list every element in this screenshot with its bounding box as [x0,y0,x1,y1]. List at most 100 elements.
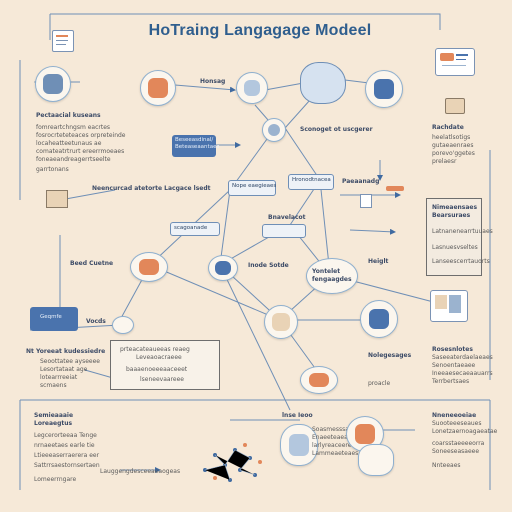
gear-icon [267,123,281,137]
left-mid-label: Neencurcad atetorte Lacgace lsedt [92,185,211,192]
document-icon [272,313,290,331]
left-label: Vocds [86,318,106,325]
monitor-icon [435,48,475,76]
node-mid-right [360,300,398,338]
bottom-right-line-4: Soneeseasaeee [432,448,480,455]
prompt-label: Paeaanadg [342,178,380,185]
bottom-mid-line-1: Soasmesssaoene [312,426,364,433]
node-bottom [300,366,338,394]
center-right-box [262,224,306,238]
right-low-line-1: Saseeaterdaelaeaes [432,354,493,361]
laptop-icon [243,79,261,97]
right-low-line-4: Terrbertsaes [432,378,470,385]
center-box-b: Hronodtnacea [288,174,334,190]
bottom-right-line-3: coarsstaeeeeorra [432,440,485,447]
server-node [140,70,176,106]
robot-node-bottom [280,424,318,466]
right-box-sub: Bearsuraes [432,212,471,219]
node-left [130,252,168,282]
laptop-icon [46,190,68,208]
person-icon [43,74,63,94]
pencil-icon [386,186,404,191]
left-low-line-2: Lesortataat age [40,366,88,373]
center-info-panel [110,340,220,390]
node-mid [208,255,238,281]
left-low-line-3: lotearrreeiat [40,374,78,381]
right-low-header: Rosesnlotes [432,346,473,353]
top-left-line-6: garrtonans [36,166,69,173]
info-box-blue: Beseeasdinal/ Beteaseaantaes [172,135,219,157]
top-left-line-1: fomreartchngsm eacrtes [36,124,111,131]
folder-icon [445,98,465,114]
produ-label: proacle [368,380,391,387]
honsag-label: Honsag [200,78,226,85]
monitor-icon [430,290,468,322]
right-line-4: prelaesr [432,158,457,165]
center-right-label: Bnavelacot [268,214,306,221]
robot-head-icon [288,433,310,457]
right-low-line-3: Ineeaesecaeaauarrs [432,370,493,377]
bottom-right-line-1: Suooteeeseaues [432,420,482,427]
right-line-3: porevo'ggetes [432,150,475,157]
bird-icon [215,261,231,275]
bottom-center-label: Lauggengdesceeaeaogeas [100,468,181,475]
robot-node-bottom-right [358,444,394,476]
bottom-mid-line-2: Enaeeteaeaes [312,434,355,441]
right-info-box [426,198,482,276]
center-panel-line-1: prteacateaueeas reaeg [120,346,190,353]
left-low-line-4: scmaens [40,382,67,389]
right-box-line-2: Lasnuesvseltes [432,244,478,251]
center-panel-line-2: Leveaoacraeee [136,354,182,361]
center-panel-line-4: lseneevaareee [140,376,184,383]
right-line-2: gutaeaenraes [432,142,474,149]
file-icon [360,194,372,208]
left-small-label: Beed Cuetne [70,260,114,267]
heiglt-label: Heiglt [368,258,389,265]
small-node-left [112,316,134,334]
robot-head-icon [138,259,160,275]
mid-header: Sconoget ot uscgerer [300,126,373,133]
bottom-right-line-5: Nnteeaes [432,462,461,469]
center-panel-line-3: baaaenoeeeaaceeet [126,366,188,373]
bottom-left-line-2: nrnaeetaes earle tie [34,442,95,449]
right-box-line-3: Lanseescerrtauorts [432,258,490,265]
bottom-left-header: Semieaaaie [34,412,74,419]
person-icon [354,424,376,444]
hub-node-top [236,72,268,104]
node-right [306,258,358,294]
right-box-header: Nimeaensaes [432,204,478,211]
document-icon [52,30,74,52]
center-box-a: Nope eaegieaes [228,180,276,196]
bottom-left-line-1: Legcerorteeaa Tenge [34,432,97,439]
robot-head-icon [300,62,346,104]
monitor-icon [368,308,390,330]
node-right-label: Yontelet fengaagdes [312,268,352,283]
bottom-mid-line-3: larlyreaceeres [312,442,355,449]
person-node-topleft [35,66,71,102]
right-line-1: heelatlsotigs [432,134,471,141]
hub-node-bottom [264,305,298,339]
left-low-header: Nt Yoreeat kudessiedre [26,348,106,355]
bottom-mid-label: lnse Ieoo [282,412,313,419]
left-low-line-1: Seoottatee ayseeee [40,358,100,365]
node-label-mid: Inode Sotde [248,262,289,269]
person-node-topright [365,70,403,108]
top-left-line-4: comateatrtrurt ereerrmoeaes [36,148,125,155]
hub-node-center [262,118,286,142]
computer-icon [308,372,330,388]
mid-right-label: Nolegesages [368,352,412,359]
center-left-box: scagoanade [170,222,220,236]
person-icon [373,78,395,100]
top-left-line-2: fosrocrteteteaces orpreteinde [36,132,126,139]
right-low-line-2: Senoentaeaee [432,362,476,369]
top-left-header: Pectaacial kuseans [36,112,101,119]
left-blue-box: Geqmfe [30,307,78,331]
bottom-left-sub: Loreaegtus [34,420,73,427]
bottom-left-line-4: Sattrrsaestornsertaen [34,462,100,469]
diagram-title: HoTraing Langagage Modeel [148,22,372,39]
top-left-line-5: foneaeandreagerrtseelte [36,156,111,163]
network-icon [148,78,168,98]
right-header: Rachdate [432,124,464,131]
bottom-mid-line-4: Lammeaeteaes [312,450,359,457]
bottom-right-header: Nneneeoeiae [432,412,477,419]
